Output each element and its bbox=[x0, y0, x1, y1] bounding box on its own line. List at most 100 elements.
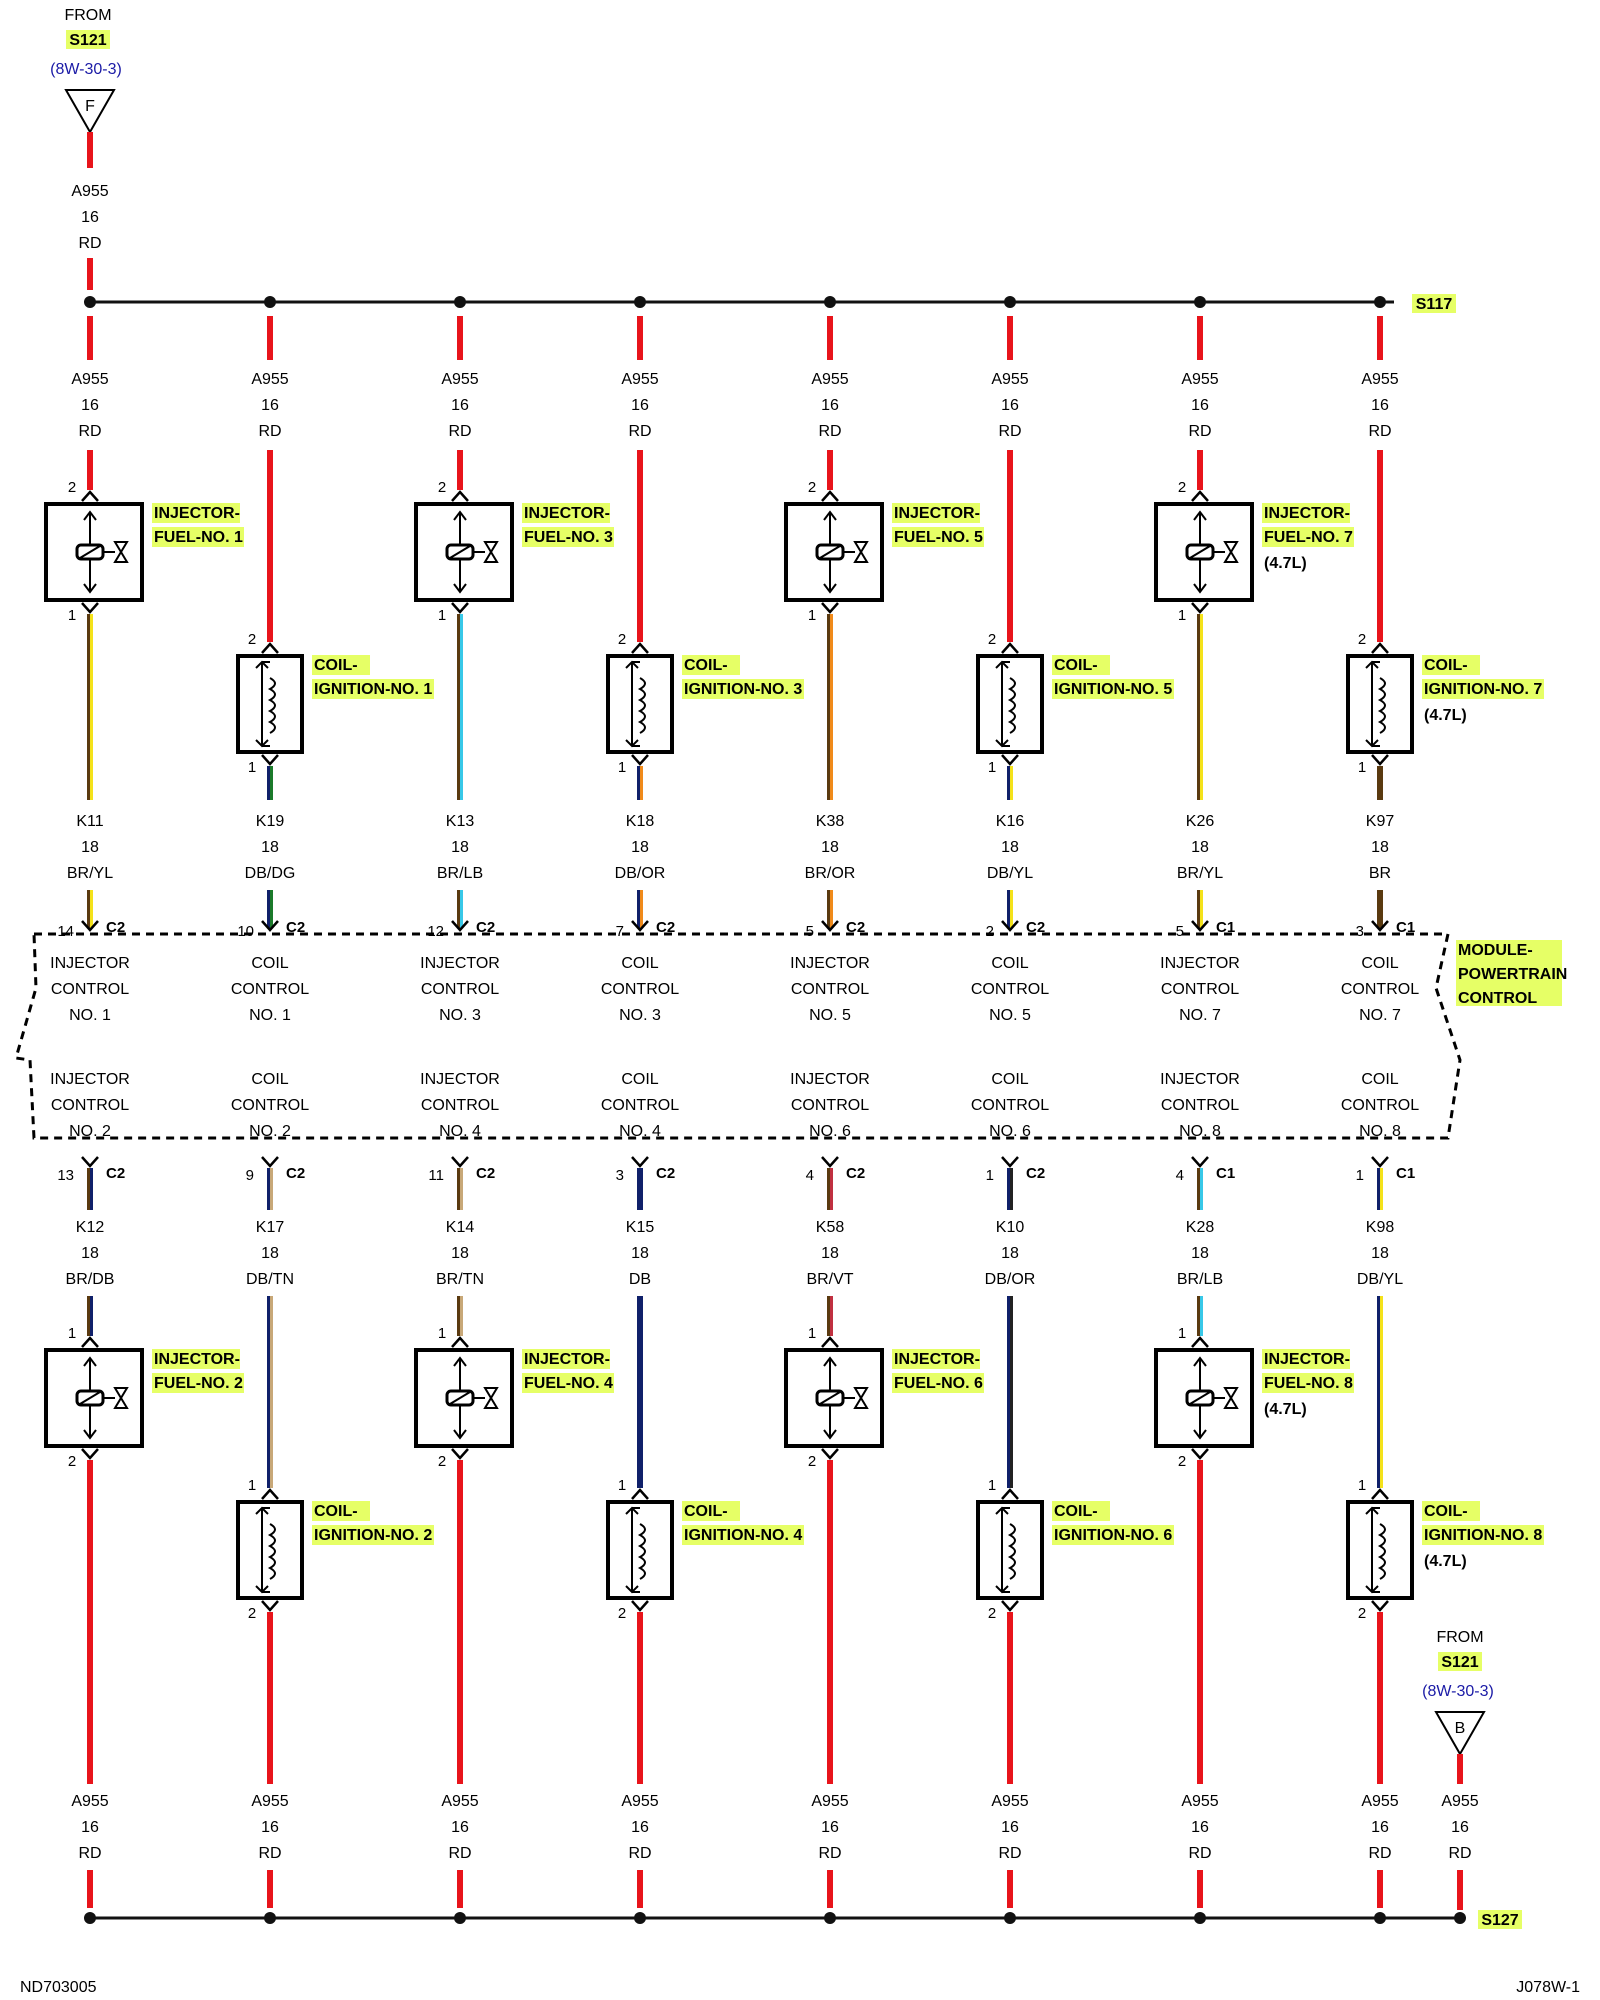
pcm-pin-number: 1 bbox=[986, 1167, 994, 1184]
pin-number-a: 2 bbox=[1358, 631, 1366, 648]
component-label: INJECTOR-FUEL-NO. 1 bbox=[152, 503, 244, 547]
feed-wire-color: RD bbox=[78, 423, 101, 440]
pcm-connector: C2 bbox=[106, 919, 125, 936]
source-bottom-from: FROM bbox=[1436, 1629, 1483, 1646]
pcm-circuit-line1: INJECTOR bbox=[50, 955, 130, 972]
terminal-mark bbox=[1001, 920, 1019, 932]
splice-dot bbox=[264, 1912, 276, 1924]
terminal-mark bbox=[821, 602, 839, 614]
feed-wire-gauge: 16 bbox=[81, 397, 99, 414]
signal-wire-code: K14 bbox=[446, 1219, 475, 1236]
terminal-mark bbox=[1191, 490, 1209, 502]
signal-wire-gauge: 18 bbox=[631, 839, 649, 856]
signal-wire-code: K10 bbox=[996, 1219, 1025, 1236]
signal-wire-color: DB/DG bbox=[245, 865, 296, 882]
pcm-circuit-line2: CONTROL bbox=[231, 981, 309, 998]
feed-wire-gauge: 16 bbox=[1191, 397, 1209, 414]
signal-wire-gauge: 18 bbox=[1371, 839, 1389, 856]
signal-wire-gauge: 18 bbox=[1191, 839, 1209, 856]
svg-text:POWERTRAIN: POWERTRAIN bbox=[1458, 966, 1567, 983]
component-label: INJECTOR-FUEL-NO. 8 bbox=[1262, 1349, 1354, 1393]
coil-winding-icon bbox=[267, 677, 276, 734]
splice-dot bbox=[1374, 1912, 1386, 1924]
component-label: INJECTOR-FUEL-NO. 2 bbox=[152, 1349, 244, 1393]
pcm-circuit-line2: CONTROL bbox=[51, 981, 129, 998]
pin-number-b: 1 bbox=[808, 607, 816, 624]
pcm-circuit-line3: NO. 6 bbox=[989, 1123, 1031, 1140]
svg-text:MODULE-: MODULE- bbox=[1458, 942, 1533, 959]
signal-wire-code: K17 bbox=[256, 1219, 285, 1236]
source-top-ref: (8W-30-3) bbox=[50, 61, 122, 78]
terminal-mark bbox=[631, 754, 649, 766]
signal-wire-code: K28 bbox=[1186, 1219, 1215, 1236]
pcm-pin-number: 5 bbox=[806, 923, 814, 940]
terminal-mark bbox=[631, 1488, 649, 1500]
component-label: COIL-IGNITION-NO. 6 bbox=[1052, 1501, 1174, 1545]
pin-number-a: 2 bbox=[618, 631, 626, 648]
feed-wire-color: RD bbox=[1188, 423, 1211, 440]
pcm-circuit-line1: COIL bbox=[991, 955, 1028, 972]
svg-text:S121: S121 bbox=[1441, 1654, 1478, 1671]
signal-wire-color: DB/YL bbox=[987, 865, 1033, 882]
signal-wire-color: BR bbox=[1369, 865, 1391, 882]
terminal-mark bbox=[451, 490, 469, 502]
component-label-line2: FUEL-NO. 5 bbox=[894, 529, 983, 546]
feed-wire-code: A955 bbox=[1181, 371, 1218, 388]
svg-text:S127: S127 bbox=[1481, 1912, 1518, 1929]
terminal-mark bbox=[1371, 920, 1389, 932]
component-label-line2: IGNITION-NO. 4 bbox=[684, 1527, 802, 1544]
valve-icon bbox=[483, 541, 499, 563]
pcm-circuit-line1: COIL bbox=[1361, 1071, 1398, 1088]
pcm-connector: C2 bbox=[286, 919, 305, 936]
pcm-circuit-line2: CONTROL bbox=[1161, 1097, 1239, 1114]
component-label-line1: INJECTOR- bbox=[1264, 505, 1350, 522]
feed-wire-gauge: 16 bbox=[261, 1819, 279, 1836]
component-label-line2: IGNITION-NO. 7 bbox=[1424, 681, 1542, 698]
splice-dot bbox=[454, 1912, 466, 1924]
feed-wire-color: RD bbox=[628, 423, 651, 440]
component-label-line1: COIL- bbox=[314, 1503, 358, 1520]
pcm-circuit-line1: INJECTOR bbox=[420, 1071, 500, 1088]
coil-body bbox=[606, 654, 674, 754]
terminal-mark bbox=[261, 1156, 279, 1168]
pin-number-b: 2 bbox=[988, 1605, 996, 1622]
terminal-mark bbox=[1191, 1336, 1209, 1348]
pcm-module: MODULE- POWERTRAIN CONTROL bbox=[14, 932, 1567, 1140]
terminal-mark bbox=[631, 1600, 649, 1612]
terminal-mark bbox=[1001, 642, 1019, 654]
pin-number-a: 1 bbox=[618, 1477, 626, 1494]
pcm-circuit-line1: INJECTOR bbox=[1160, 1071, 1240, 1088]
signal-wire-code: K97 bbox=[1366, 813, 1395, 830]
terminal-mark bbox=[1371, 754, 1389, 766]
pin-number-a: 2 bbox=[808, 479, 816, 496]
pin-number-b: 2 bbox=[1358, 1605, 1366, 1622]
pcm-circuit-line2: CONTROL bbox=[791, 981, 869, 998]
coil-body bbox=[976, 654, 1044, 754]
terminal-mark bbox=[1191, 602, 1209, 614]
pcm-circuit-line1: INJECTOR bbox=[790, 955, 870, 972]
pin-number-b: 2 bbox=[438, 1453, 446, 1470]
component-label-line2: IGNITION-NO. 2 bbox=[314, 1527, 432, 1544]
source-top-from: FROM bbox=[64, 7, 111, 24]
signal-wire-color: BR/OR bbox=[805, 865, 856, 882]
terminal-mark bbox=[261, 920, 279, 932]
pcm-circuit-line1: COIL bbox=[621, 955, 658, 972]
coil-body bbox=[1346, 1500, 1414, 1600]
signal-wire-gauge: 18 bbox=[261, 839, 279, 856]
pcm-circuit-line3: NO. 7 bbox=[1179, 1007, 1221, 1024]
pcm-circuit-line3: NO. 8 bbox=[1179, 1123, 1221, 1140]
splice-bus-top: S117 bbox=[90, 294, 1456, 313]
coil-body bbox=[606, 1500, 674, 1600]
signal-wire-code: K19 bbox=[256, 813, 285, 830]
feed-wire-gauge: 16 bbox=[1191, 1819, 1209, 1836]
component-label-line1: INJECTOR- bbox=[1264, 1351, 1350, 1368]
source-top-letter: F bbox=[85, 98, 95, 115]
feed-wire-color: RD bbox=[1368, 423, 1391, 440]
